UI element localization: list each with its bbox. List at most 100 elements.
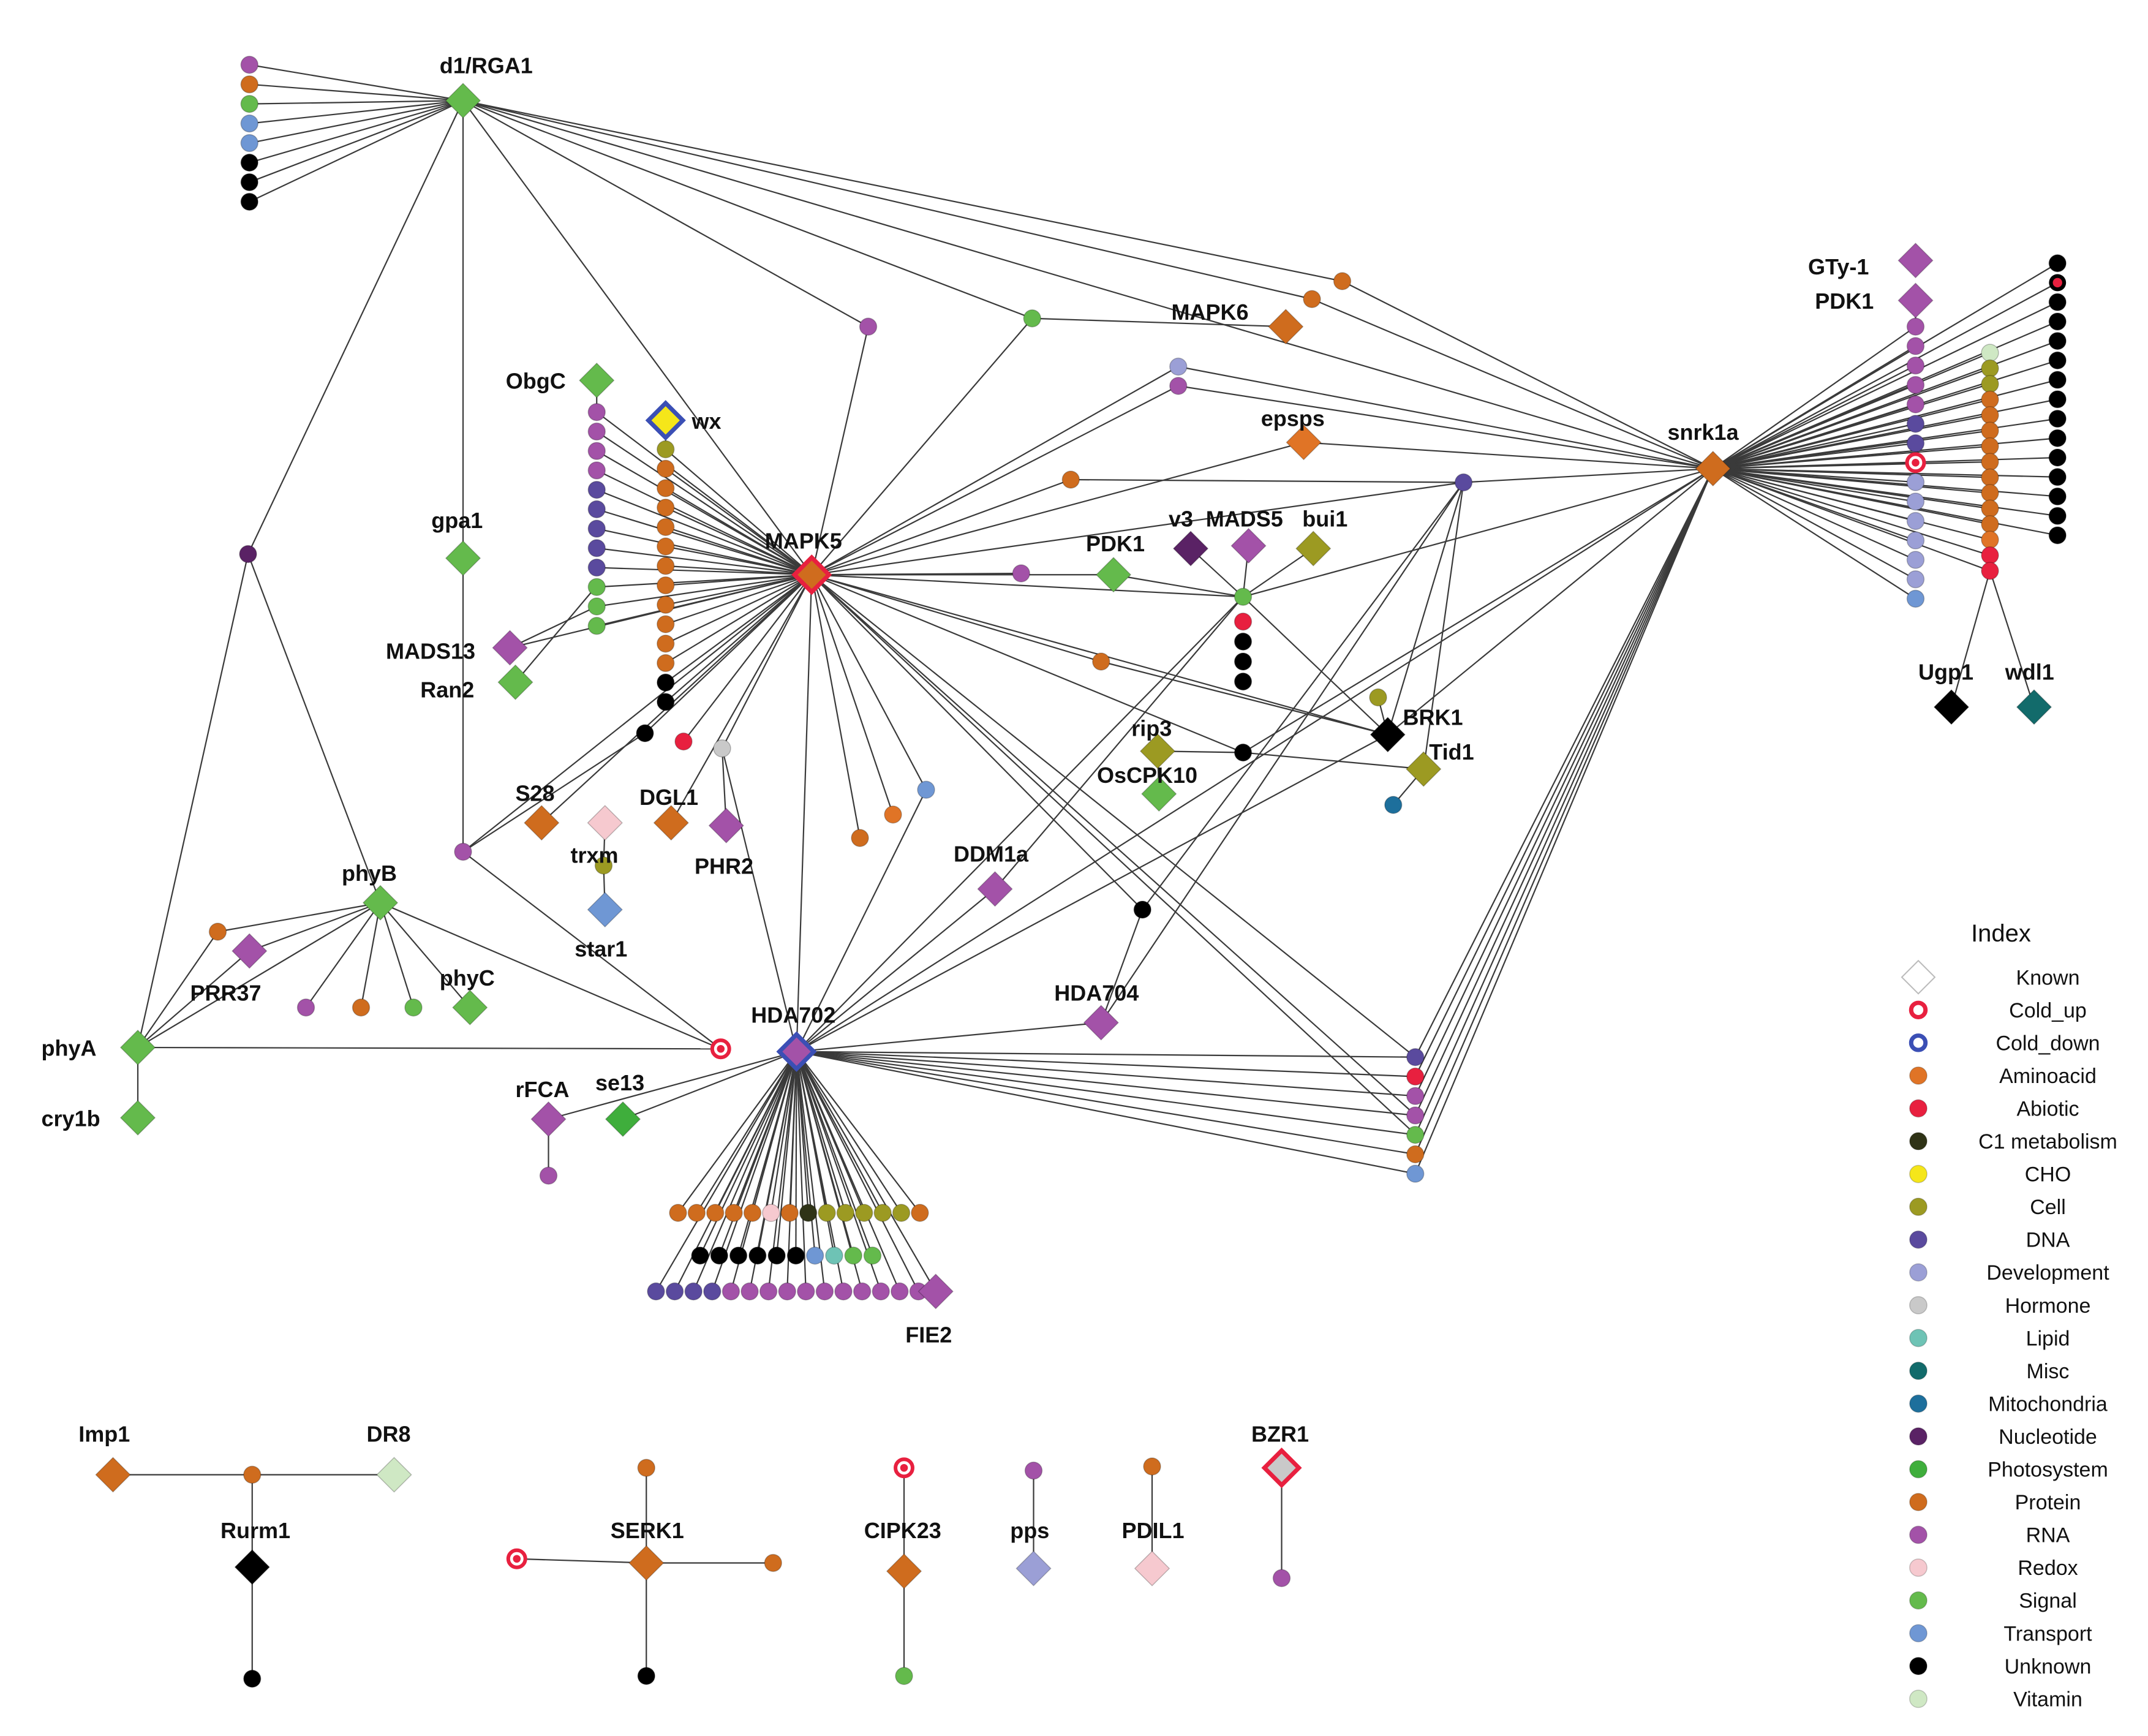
node-dot-rna <box>1406 1087 1425 1105</box>
legend-item-label: Development <box>1986 1261 2109 1285</box>
gene-node-cry1b <box>119 1100 156 1136</box>
gene-node-mads5 <box>1230 527 1267 564</box>
node-dot-protein <box>657 654 675 673</box>
network-edge <box>596 469 812 576</box>
node-dot-dna <box>665 1282 684 1300</box>
node-dot-signal <box>404 998 423 1017</box>
legend-item-label: Cold_up <box>2009 999 2087 1022</box>
legend-swatch-cho <box>1909 1164 1928 1183</box>
gene-label-pdk1r: PDK1 <box>1815 289 1874 314</box>
gene-label-pdk1c: PDK1 <box>1086 531 1145 556</box>
node-dot-signal <box>1406 1125 1425 1144</box>
node-dot-development <box>1169 357 1188 376</box>
node-dot-transport <box>805 1247 824 1265</box>
network-edge <box>514 585 598 683</box>
node-dot-protein <box>780 1204 799 1222</box>
legend-item-label: Cell <box>2030 1196 2066 1219</box>
gene-label-se13: se13 <box>595 1070 644 1095</box>
legend-item-label: CHO <box>2025 1163 2071 1187</box>
network-edge <box>665 448 812 576</box>
node-dot-protein <box>1406 1145 1425 1164</box>
gene-label-cipk23: CIPK23 <box>864 1518 941 1543</box>
node-dot-unknown <box>2048 468 2067 486</box>
network-edge <box>1713 467 1991 556</box>
node-dot-dna <box>587 480 606 499</box>
network-edge <box>718 1051 797 1256</box>
network-edge <box>796 1051 919 1292</box>
node-dot-protein <box>637 1459 655 1477</box>
gene-label-imp1: Imp1 <box>78 1422 130 1447</box>
network-edge <box>1242 548 1314 598</box>
legend-item-label: Misc <box>2027 1360 2070 1383</box>
gene-node-snrk1a <box>1695 450 1731 487</box>
legend-item-label: Signal <box>2019 1590 2077 1613</box>
node-dot-unknown <box>1234 652 1253 671</box>
legend-item-label: Vitamin <box>2013 1688 2082 1711</box>
node-dot-dna <box>684 1282 703 1300</box>
network-edge <box>811 574 927 790</box>
network-edge <box>796 1022 1101 1052</box>
node-dot-unknown <box>240 192 258 211</box>
network-edge <box>796 1051 1415 1155</box>
network-edge <box>1713 467 2058 497</box>
node-dot-protein <box>657 537 675 556</box>
node-dot-redox <box>762 1204 780 1222</box>
node-dot-aminoacid <box>884 806 902 824</box>
network-edge <box>811 326 869 575</box>
gene-label-star1: star1 <box>575 937 627 962</box>
node-dot-rna <box>587 442 606 460</box>
legend-item-label: Cold_down <box>1995 1032 2100 1055</box>
network-edge <box>1414 468 1714 1077</box>
legend-item-label: Known <box>2016 966 2080 989</box>
node-dot-rna <box>797 1282 815 1300</box>
node-dot-rna <box>539 1166 558 1185</box>
node-dot-protein <box>657 557 675 575</box>
network-edge <box>1242 468 1714 753</box>
legend-swatch-development <box>1909 1263 1928 1282</box>
node-dot-development <box>1906 531 1925 549</box>
network-edge <box>249 100 464 183</box>
node-dot-protein <box>352 998 371 1017</box>
node-dot-unknown <box>2048 526 2067 545</box>
network-edge <box>548 1051 797 1120</box>
node-dot-protein <box>657 615 675 633</box>
node-dot-unknown <box>2048 448 2067 467</box>
gene-node-ran2 <box>497 664 533 700</box>
network-genes: d1/RGA1MAPK5snrk1aHDA702MAPK6GTy-1PDK1Ob… <box>42 53 2054 1590</box>
node-dot-cell <box>594 856 613 875</box>
network-edge <box>462 100 1343 282</box>
network-edge <box>1713 301 2058 469</box>
node-dot-protein <box>687 1204 706 1222</box>
node-dot-unknown <box>1133 900 1151 919</box>
gene-label-rip3: rip3 <box>1131 716 1172 741</box>
network-edge <box>380 902 471 1008</box>
node-dot-protein <box>764 1553 782 1572</box>
network-edge <box>796 1051 921 1213</box>
node-dot-vitamin <box>1981 344 1999 362</box>
network-edge <box>722 574 813 749</box>
node-dot-protein <box>657 479 675 497</box>
network-edge <box>137 902 381 1048</box>
node-dot-unknown <box>1234 672 1253 691</box>
network-edge <box>249 64 464 102</box>
node-dot-signal <box>240 94 258 113</box>
network-edge <box>812 574 1243 598</box>
node-dot-core <box>717 1044 725 1053</box>
network-edge <box>1713 437 2058 470</box>
network-edge <box>670 574 813 823</box>
network-edge <box>1414 468 1714 1116</box>
node-dot-protein <box>851 829 869 847</box>
gene-node-oscpk10 <box>1141 776 1177 812</box>
gene-node-gty1 <box>1897 243 1934 279</box>
gene-node-imp1 <box>95 1457 131 1493</box>
network-edge <box>1178 385 1713 470</box>
legend-swatch-known <box>1901 959 1936 995</box>
network-edge <box>665 574 812 684</box>
network-edge <box>1713 262 2058 469</box>
node-dot-protein <box>743 1204 762 1222</box>
node-dot-signal <box>844 1247 862 1265</box>
node-dot-protein <box>1981 390 1999 409</box>
gene-node-pdil1 <box>1134 1550 1170 1587</box>
legend-swatch-misc <box>1909 1361 1928 1380</box>
network-edge <box>462 100 813 575</box>
